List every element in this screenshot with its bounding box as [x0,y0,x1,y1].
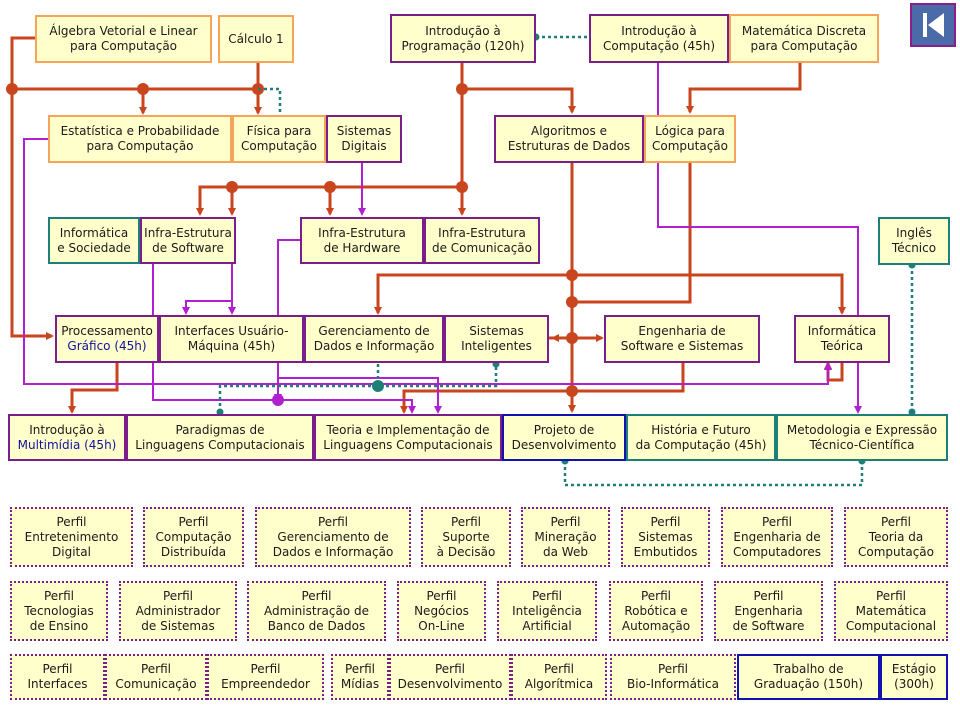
course-estagio[interactable]: Estágio(300h) [880,654,948,700]
purple-junction [272,394,284,406]
course-calculo-1[interactable]: Cálculo 1 [218,15,294,63]
skip-back-icon [923,13,944,37]
back-button[interactable] [910,3,956,47]
course-interfaces-usuario-maquina[interactable]: Interfaces Usuário-Máquina (45h) [159,315,304,363]
orange-wires [10,36,846,414]
orange-junctions [6,83,578,397]
